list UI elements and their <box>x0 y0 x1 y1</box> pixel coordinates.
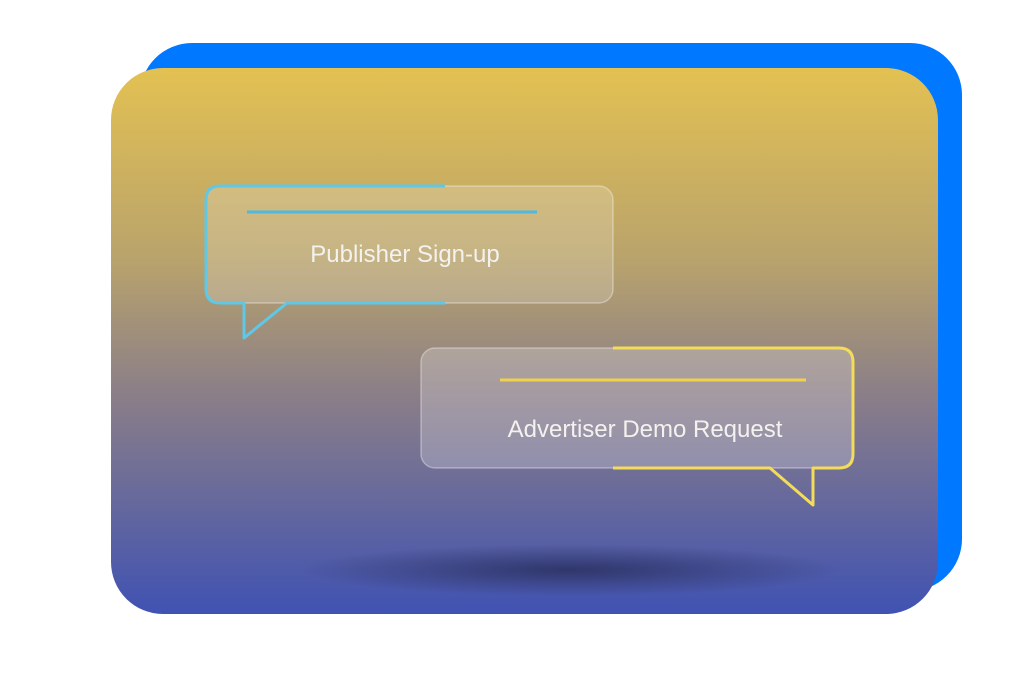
bubble-advertiser-demo-request[interactable]: Advertiser Demo Request <box>420 346 855 507</box>
main-card <box>111 68 938 614</box>
bubble-outline-accent <box>613 346 855 507</box>
bubble-publisher-signup[interactable]: Publisher Sign-up <box>204 184 614 340</box>
bubble-label: Advertiser Demo Request <box>508 416 783 443</box>
floor-shadow <box>300 544 840 596</box>
bubble-label: Publisher Sign-up <box>310 241 499 268</box>
bubble-outline-accent <box>204 184 445 340</box>
